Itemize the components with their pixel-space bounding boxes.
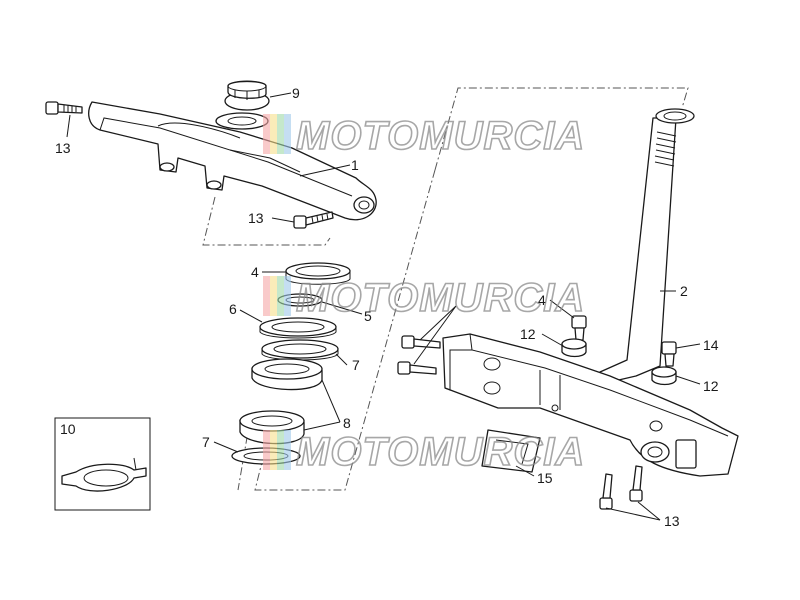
watermark-stripe (270, 114, 277, 154)
callout-labels: 9 13 1 13 4 5 6 7 8 7 10 2 4 12 14 12 15… (55, 85, 719, 529)
callout-6: 6 (229, 301, 237, 317)
cover-plate (481, 429, 541, 473)
watermark-stripe (277, 276, 284, 316)
watermark-stripe (270, 276, 277, 316)
watermark-stripe (284, 114, 291, 154)
watermark-stripe (263, 276, 270, 316)
callout-7-lower: 7 (202, 434, 210, 450)
callout-15: 15 (537, 470, 553, 486)
watermark-stripe (284, 276, 291, 316)
callout-2: 2 (680, 283, 688, 299)
callout-9: 9 (292, 85, 300, 101)
watermark-stripe (277, 114, 284, 154)
bolt-upper-center (293, 211, 334, 229)
inset-box-part-10 (54, 417, 151, 511)
callout-7-upper: 7 (352, 357, 360, 373)
watermark-row-2: MOTOMURCIA (263, 275, 585, 321)
callout-13-center: 13 (248, 210, 264, 226)
watermark-stripe (263, 430, 270, 470)
callout-4-right: 4 (538, 292, 546, 308)
bearing-ring-upper (259, 317, 337, 339)
bearing-upper (251, 358, 323, 391)
bolt-lower-1 (599, 473, 613, 510)
bolt-lower-2 (629, 465, 643, 502)
callout-12-right: 12 (703, 378, 719, 394)
bolt-upper-left (45, 101, 83, 115)
callout-8: 8 (343, 415, 351, 431)
watermark-stripe (277, 430, 284, 470)
watermark-stripe (284, 430, 291, 470)
lower-triple-clamp (442, 108, 739, 477)
bearing-race-upper (261, 339, 339, 361)
upper-triple-clamp (88, 101, 377, 221)
watermark-row-1: MOTOMURCIA (263, 113, 585, 159)
spacer-12-left (561, 338, 587, 358)
callout-4-left: 4 (251, 264, 259, 280)
watermark-stripe (270, 430, 277, 470)
pinch-bolt-lower (397, 361, 437, 375)
callout-5: 5 (364, 308, 372, 324)
steering-nut (224, 80, 270, 111)
upper-washer (215, 112, 269, 130)
callout-10: 10 (60, 421, 76, 437)
watermark-text: MOTOMURCIA (296, 276, 585, 320)
leader-lines (66, 92, 701, 521)
callout-12-left: 12 (520, 326, 536, 342)
watermark-row-3: MOTOMURCIA (263, 429, 585, 475)
callout-1: 1 (351, 157, 359, 173)
callout-13-lower: 13 (664, 513, 680, 529)
spacer-12-right (651, 366, 677, 386)
callout-13-upper-left: 13 (55, 140, 71, 156)
pinch-bolt-upper (401, 335, 441, 349)
watermark-text: MOTOMURCIA (296, 114, 585, 158)
watermark-text: MOTOMURCIA (296, 430, 585, 474)
callout-14: 14 (703, 337, 719, 353)
screw-14 (661, 341, 677, 367)
watermark-stripe (263, 114, 270, 154)
